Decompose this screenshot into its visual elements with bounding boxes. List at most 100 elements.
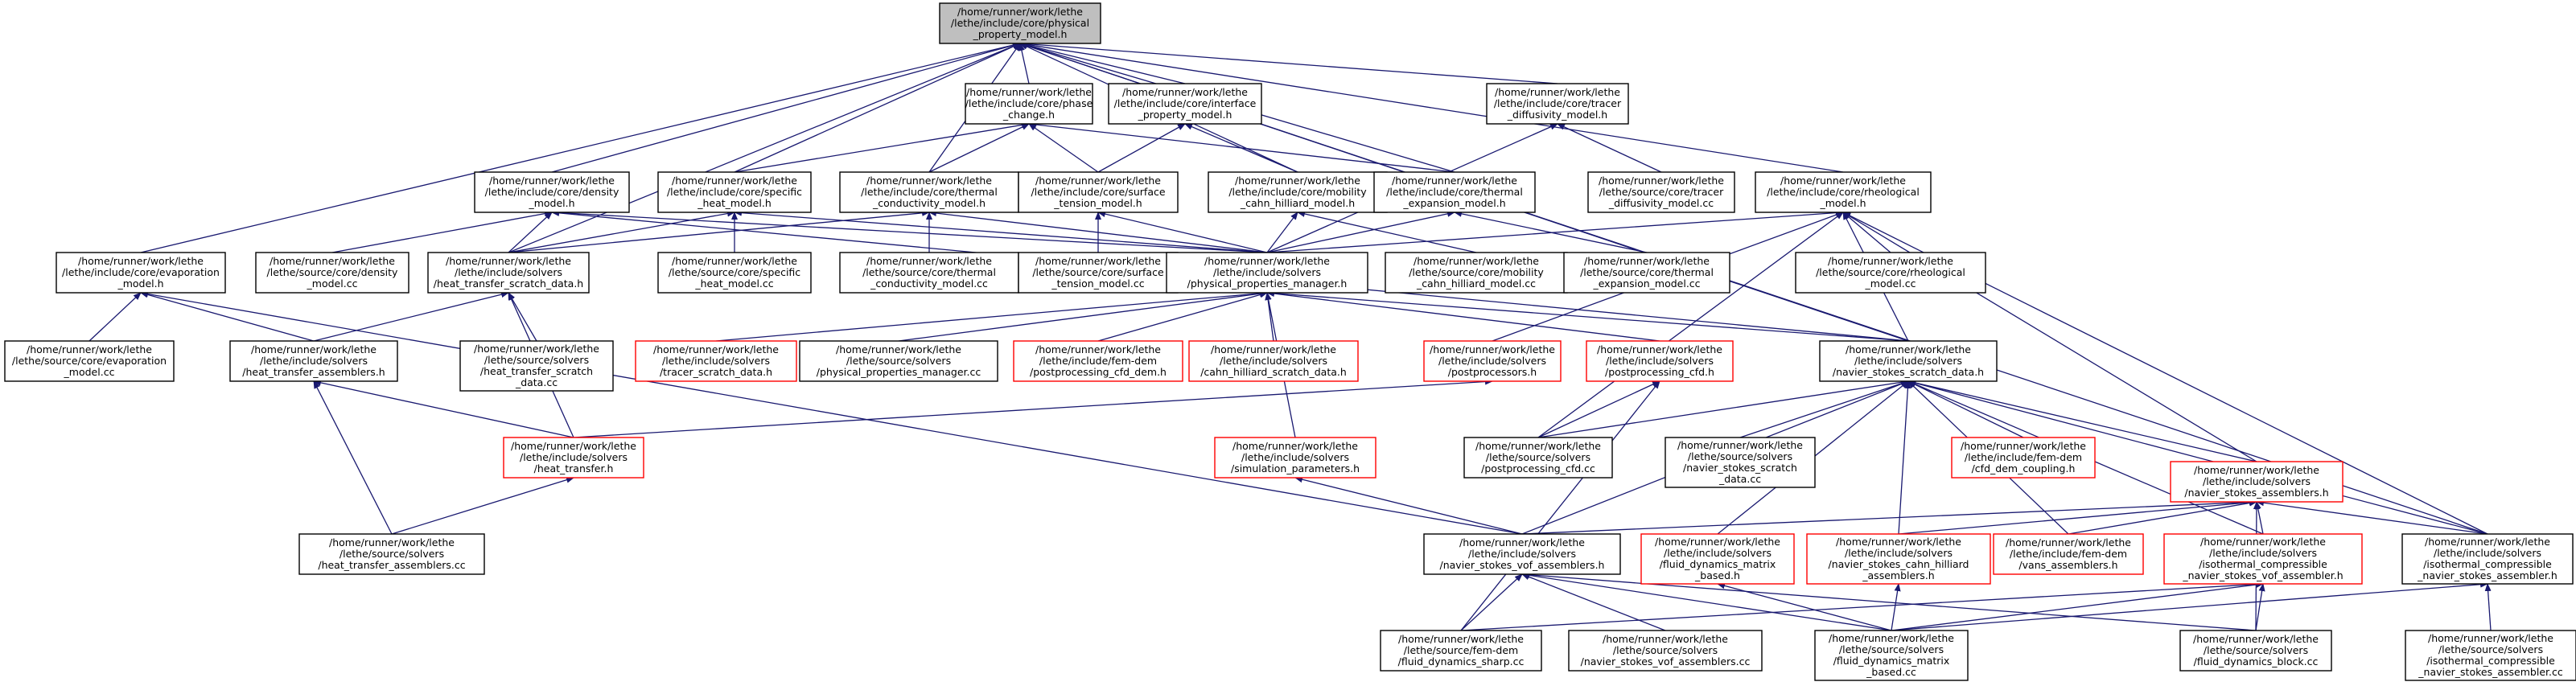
node-vans[interactable]: /home/runner/work/lethe/lethe/include/fe… bbox=[1993, 533, 2144, 575]
edge-ht-hta-cc bbox=[391, 476, 574, 535]
node-nsa[interactable]: /home/runner/work/lethe/lethe/include/so… bbox=[2170, 461, 2344, 503]
edge-hta-ht bbox=[313, 379, 574, 438]
node-ppm-cc[interactable]: /home/runner/work/lethe/lethe/source/sol… bbox=[799, 340, 998, 382]
node-label-line: /heat_transfer_assemblers.h bbox=[242, 366, 385, 378]
node-tracer-sd[interactable]: /home/runner/work/lethe/lethe/include/so… bbox=[635, 340, 797, 382]
node-label-line: /home/runner/work/lethe bbox=[1584, 255, 1710, 267]
node-label-line: /lethe/source/solvers bbox=[846, 355, 951, 367]
node-hts-cc[interactable]: /home/runner/work/lethe/lethe/source/sol… bbox=[459, 340, 614, 392]
node-root[interactable]: /home/runner/work/lethe/lethe/include/co… bbox=[939, 2, 1101, 44]
node-label-line: /home/runner/work/lethe bbox=[653, 343, 779, 355]
node-nsvof-cc[interactable]: /home/runner/work/lethe/lethe/source/sol… bbox=[1568, 630, 1763, 672]
node-ht[interactable]: /home/runner/work/lethe/lethe/include/so… bbox=[503, 437, 644, 479]
node-label-line: /lethe/include/solvers bbox=[1220, 355, 1327, 367]
node-hts[interactable]: /home/runner/work/lethe/lethe/include/so… bbox=[427, 252, 590, 294]
node-label-line: /lethe/include/solvers bbox=[1241, 451, 1349, 463]
node-label-line: /lethe/include/fem-dem bbox=[2010, 548, 2127, 560]
node-rheo[interactable]: /home/runner/work/lethe/lethe/include/co… bbox=[1755, 171, 1932, 213]
edge-root-tracer bbox=[1019, 40, 1558, 84]
node-label-line: /fluid_dynamics_matrix bbox=[1660, 558, 1776, 570]
node-label-line: /physical_properties_manager.h bbox=[1187, 277, 1348, 290]
node-label-line: /fluid_dynamics_matrix bbox=[1833, 655, 1950, 667]
node-surface-cc[interactable]: /home/runner/work/lethe/lethe/source/cor… bbox=[1018, 252, 1179, 294]
node-label-line: /home/runner/work/lethe bbox=[1122, 86, 1248, 98]
edge-isons-fdmb-cc bbox=[1891, 581, 2488, 631]
node-label-line: _heat_model.cc bbox=[694, 277, 773, 290]
node-label-line: /home/runner/work/lethe bbox=[2006, 536, 2131, 548]
node-pp-cfd-cc[interactable]: /home/runner/work/lethe/lethe/source/sol… bbox=[1463, 437, 1613, 479]
node-cfd-dem-coupling[interactable]: /home/runner/work/lethe/lethe/include/fe… bbox=[1951, 437, 2096, 479]
node-thermalc[interactable]: /home/runner/work/lethe/lethe/include/co… bbox=[839, 171, 1019, 213]
node-box bbox=[1640, 533, 1795, 585]
node-simparam[interactable]: /home/runner/work/lethe/lethe/include/so… bbox=[1214, 437, 1376, 479]
node-pp-cfd-dem[interactable]: /home/runner/work/lethe/lethe/include/fe… bbox=[1013, 340, 1183, 382]
node-interface[interactable]: /home/runner/work/lethe/lethe/include/co… bbox=[1108, 83, 1262, 125]
node-rheo-cc[interactable]: /home/runner/work/lethe/lethe/source/cor… bbox=[1795, 252, 1986, 294]
node-label-line: _property_model.h bbox=[1138, 109, 1232, 121]
node-chsd[interactable]: /home/runner/work/lethe/lethe/include/so… bbox=[1188, 340, 1359, 382]
edge-root-specific bbox=[734, 43, 1021, 173]
node-pp-cfd[interactable]: /home/runner/work/lethe/lethe/include/so… bbox=[1586, 340, 1734, 382]
edge-isovof-fdb-cc bbox=[2255, 583, 2265, 631]
edge-pp-cfd-fds-cc bbox=[1460, 380, 1660, 631]
edge-nsa-nscha bbox=[1898, 499, 2257, 535]
node-fdmb[interactable]: /home/runner/work/lethe/lethe/include/so… bbox=[1640, 533, 1795, 585]
node-label-line: _model.cc bbox=[307, 277, 358, 290]
edge-mobility-ppm bbox=[1266, 212, 1298, 253]
node-ppm[interactable]: /home/runner/work/lethe/lethe/include/so… bbox=[1166, 252, 1368, 294]
node-label-line: /home/runner/work/lethe bbox=[1475, 440, 1601, 452]
node-fds-cc[interactable]: /home/runner/work/lethe/lethe/source/fem… bbox=[1380, 630, 1542, 672]
node-label-line: _model.cc bbox=[64, 366, 115, 378]
node-mobility[interactable]: /home/runner/work/lethe/lethe/include/co… bbox=[1208, 171, 1388, 213]
node-label-line: /lethe/include/core/rheological bbox=[1767, 186, 1920, 198]
node-evap-cc[interactable]: /home/runner/work/lethe/lethe/source/cor… bbox=[4, 340, 175, 382]
node-mobility-cc[interactable]: /home/runner/work/lethe/lethe/source/cor… bbox=[1385, 252, 1568, 294]
node-hta[interactable]: /home/runner/work/lethe/lethe/include/so… bbox=[229, 340, 398, 382]
node-tracer[interactable]: /home/runner/work/lethe/lethe/include/co… bbox=[1486, 83, 1629, 125]
node-surface[interactable]: /home/runner/work/lethe/lethe/include/co… bbox=[1018, 171, 1179, 213]
node-phase[interactable]: /home/runner/work/lethe/lethe/include/co… bbox=[965, 83, 1093, 125]
node-label-line: /home/runner/work/lethe bbox=[672, 175, 797, 187]
node-box bbox=[1463, 437, 1613, 479]
node-nscha[interactable]: /home/runner/work/lethe/lethe/include/so… bbox=[1806, 533, 1991, 585]
edge-interface-surface bbox=[1097, 123, 1186, 173]
node-label-line: /home/runner/work/lethe bbox=[78, 255, 204, 267]
node-box bbox=[1814, 630, 1969, 681]
node-isons[interactable]: /home/runner/work/lethe/lethe/include/so… bbox=[2401, 533, 2574, 585]
node-density[interactable]: /home/runner/work/lethe/lethe/include/co… bbox=[474, 171, 630, 213]
node-fdmb-cc[interactable]: /home/runner/work/lethe/lethe/source/sol… bbox=[1814, 630, 1969, 681]
node-tracer-cc[interactable]: /home/runner/work/lethe/lethe/source/cor… bbox=[1587, 171, 1735, 213]
node-label-line: /home/runner/work/lethe bbox=[1392, 175, 1517, 187]
node-evap[interactable]: /home/runner/work/lethe/lethe/include/co… bbox=[56, 252, 226, 294]
node-density-cc[interactable]: /home/runner/work/lethe/lethe/source/cor… bbox=[255, 252, 409, 294]
node-isovof[interactable]: /home/runner/work/lethe/lethe/include/so… bbox=[2163, 533, 2363, 585]
node-box bbox=[1214, 437, 1376, 479]
edge-thermexp-ppm bbox=[1266, 210, 1455, 253]
node-thermalc-cc[interactable]: /home/runner/work/lethe/lethe/source/cor… bbox=[839, 252, 1019, 294]
node-nssd-cc[interactable]: /home/runner/work/lethe/lethe/source/sol… bbox=[1665, 437, 1816, 488]
node-isons-cc[interactable]: /home/runner/work/lethe/lethe/source/sol… bbox=[2405, 630, 2576, 681]
node-box bbox=[1819, 340, 1998, 382]
node-label-line: /physical_properties_manager.cc bbox=[817, 366, 981, 378]
node-box bbox=[2401, 533, 2574, 585]
node-label-line: _navier_stokes_assembler.h bbox=[2417, 569, 2557, 581]
node-label-line: _assemblers.h bbox=[1862, 569, 1934, 581]
node-label-line: /navier_stokes_cahn_hilliard bbox=[1828, 558, 1969, 570]
node-thermexp-cc[interactable]: /home/runner/work/lethe/lethe/source/cor… bbox=[1563, 252, 1730, 294]
edge-ppm-ppm-cc bbox=[898, 290, 1268, 342]
node-specific-cc[interactable]: /home/runner/work/lethe/lethe/source/cor… bbox=[657, 252, 812, 294]
node-label-line: /fluid_dynamics_block.cc bbox=[2194, 655, 2319, 668]
node-postproc[interactable]: /home/runner/work/lethe/lethe/include/so… bbox=[1423, 340, 1562, 382]
node-label-line: /lethe/source/core/density bbox=[267, 266, 399, 278]
node-fdb-cc[interactable]: /home/runner/work/lethe/lethe/source/sol… bbox=[2179, 630, 2332, 672]
edge-pp-cfd-pp-cfd-cc bbox=[1537, 380, 1660, 438]
node-box bbox=[1380, 630, 1542, 672]
node-nsvof[interactable]: /home/runner/work/lethe/lethe/include/so… bbox=[1423, 533, 1621, 575]
node-thermexp[interactable]: /home/runner/work/lethe/lethe/include/co… bbox=[1373, 171, 1536, 213]
edge-isovof-fds-cc bbox=[1460, 581, 2264, 631]
node-hta-cc[interactable]: /home/runner/work/lethe/lethe/source/sol… bbox=[298, 533, 485, 575]
node-label-line: /home/runner/work/lethe bbox=[446, 255, 571, 267]
node-specific[interactable]: /home/runner/work/lethe/lethe/include/co… bbox=[657, 171, 812, 213]
edge-root-phase bbox=[1018, 43, 1030, 84]
node-nssd[interactable]: /home/runner/work/lethe/lethe/include/so… bbox=[1819, 340, 1998, 382]
